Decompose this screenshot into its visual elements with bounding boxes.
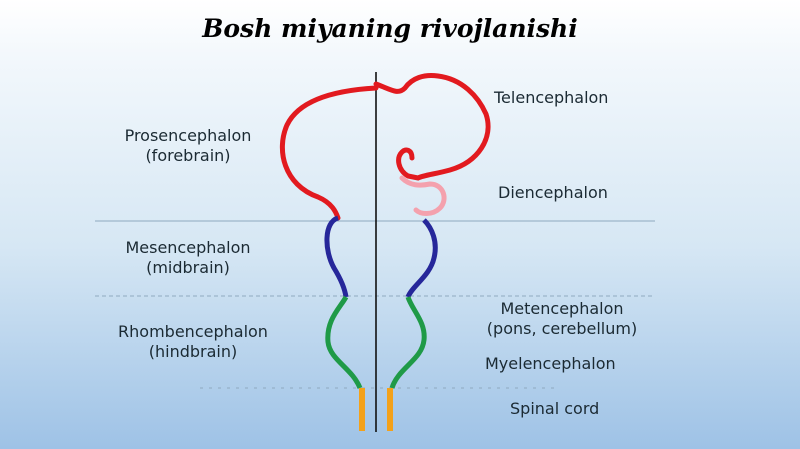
- label-rhombencephalon-name: Rhombencephalon: [118, 322, 268, 341]
- left-hindbrain-wall: [325, 295, 363, 390]
- label-metencephalon-name: Metencephalon: [500, 299, 624, 318]
- label-prosencephalon-english: (forebrain): [145, 146, 231, 165]
- label-mesencephalon-name: Mesencephalon: [125, 238, 251, 257]
- left-midbrain-wall: [324, 215, 349, 298]
- right-diencephalon-wall: [399, 175, 447, 216]
- label-telencephalon: Telencephalon: [494, 88, 609, 107]
- left-forebrain-wall: [279, 85, 379, 221]
- diagram-title: Bosh miyaning rivojlanishi: [202, 14, 578, 43]
- label-myelencephalon: Myelencephalon: [485, 354, 616, 373]
- label-rhombencephalon-english: (hindbrain): [148, 342, 238, 361]
- right-midbrain-wall: [405, 218, 438, 299]
- label-diencephalon: Diencephalon: [498, 183, 608, 202]
- label-metencephalon-detail: (pons, cerebellum): [486, 319, 638, 338]
- label-prosencephalon: Prosencephalon (forebrain): [106, 126, 270, 166]
- right-hindbrain-wall: [389, 296, 427, 389]
- label-mesencephalon: Mesencephalon (midbrain): [106, 238, 270, 278]
- label-mesencephalon-english: (midbrain): [146, 258, 230, 277]
- label-spinal-cord: Spinal cord: [510, 399, 600, 418]
- label-prosencephalon-name: Prosencephalon: [124, 126, 252, 145]
- label-rhombencephalon: Rhombencephalon (hindbrain): [102, 322, 284, 362]
- label-metencephalon: Metencephalon (pons, cerebellum): [462, 299, 662, 339]
- right-telencephalon-wall: [373, 73, 491, 181]
